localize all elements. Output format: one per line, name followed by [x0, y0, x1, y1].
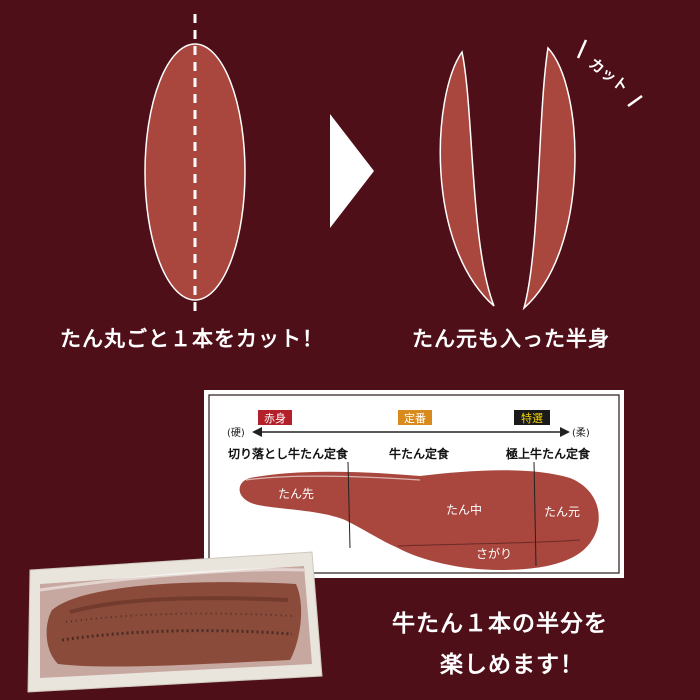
division-line-root: [533, 461, 537, 567]
meat-pepper-band: [61, 629, 293, 642]
tongue-upper-seam: [245, 475, 421, 481]
region-label-tip: たん先: [278, 487, 314, 501]
diagram-panel-border: [208, 394, 620, 574]
half-tongue-right: [522, 46, 576, 311]
grade-badge-premium-label: 特選: [521, 411, 543, 425]
grade-badge-standard-label: 定番: [404, 411, 426, 425]
arrow-right-icon: [330, 114, 374, 228]
caption-enjoy: 楽しめます！: [440, 651, 584, 678]
division-line-tip: [347, 461, 351, 549]
grade-badge-red-label: 赤身: [264, 411, 286, 425]
region-label-root: たん元: [544, 505, 580, 519]
half-tongue-left: [439, 50, 495, 307]
product-label-premium: 極上牛たん定食: [506, 446, 591, 461]
cut-mark-line-left: [576, 39, 588, 59]
scale-arrow-right-icon: [560, 427, 570, 437]
soft-label: (柔): [572, 427, 590, 439]
caption-half-with-root: たん元も入った半身: [412, 326, 610, 351]
grade-badge-red: [258, 410, 292, 425]
sagari-boundary: [397, 539, 581, 547]
pack-sheen: [39, 568, 305, 592]
product-label-kiriotoshi: 切り落とし牛たん定食: [228, 446, 349, 461]
meat-highlight: [69, 596, 289, 614]
cut-tag-text: カット: [585, 54, 632, 96]
caption-half-of-tongue: 牛たん１本の半分を: [392, 610, 608, 637]
packaged-tongue-photo: [27, 551, 323, 693]
product-label-standard: 牛たん定食: [389, 446, 450, 461]
hard-label: (硬): [227, 427, 245, 439]
region-label-middle: たん中: [446, 502, 482, 517]
region-label-sagari: さがり: [476, 546, 512, 561]
cut-mark-line-right: [627, 94, 643, 108]
grade-badge-standard: [398, 410, 432, 425]
grade-badge-premium: [514, 410, 550, 425]
whole-tongue-oval: [144, 43, 246, 301]
meat-pepper-band-2: [65, 612, 295, 623]
scale-arrow-left-icon: [252, 427, 262, 437]
tongue-shape: [239, 470, 599, 570]
caption-cut-whole: たん丸ごと１本をカット！: [60, 326, 324, 351]
